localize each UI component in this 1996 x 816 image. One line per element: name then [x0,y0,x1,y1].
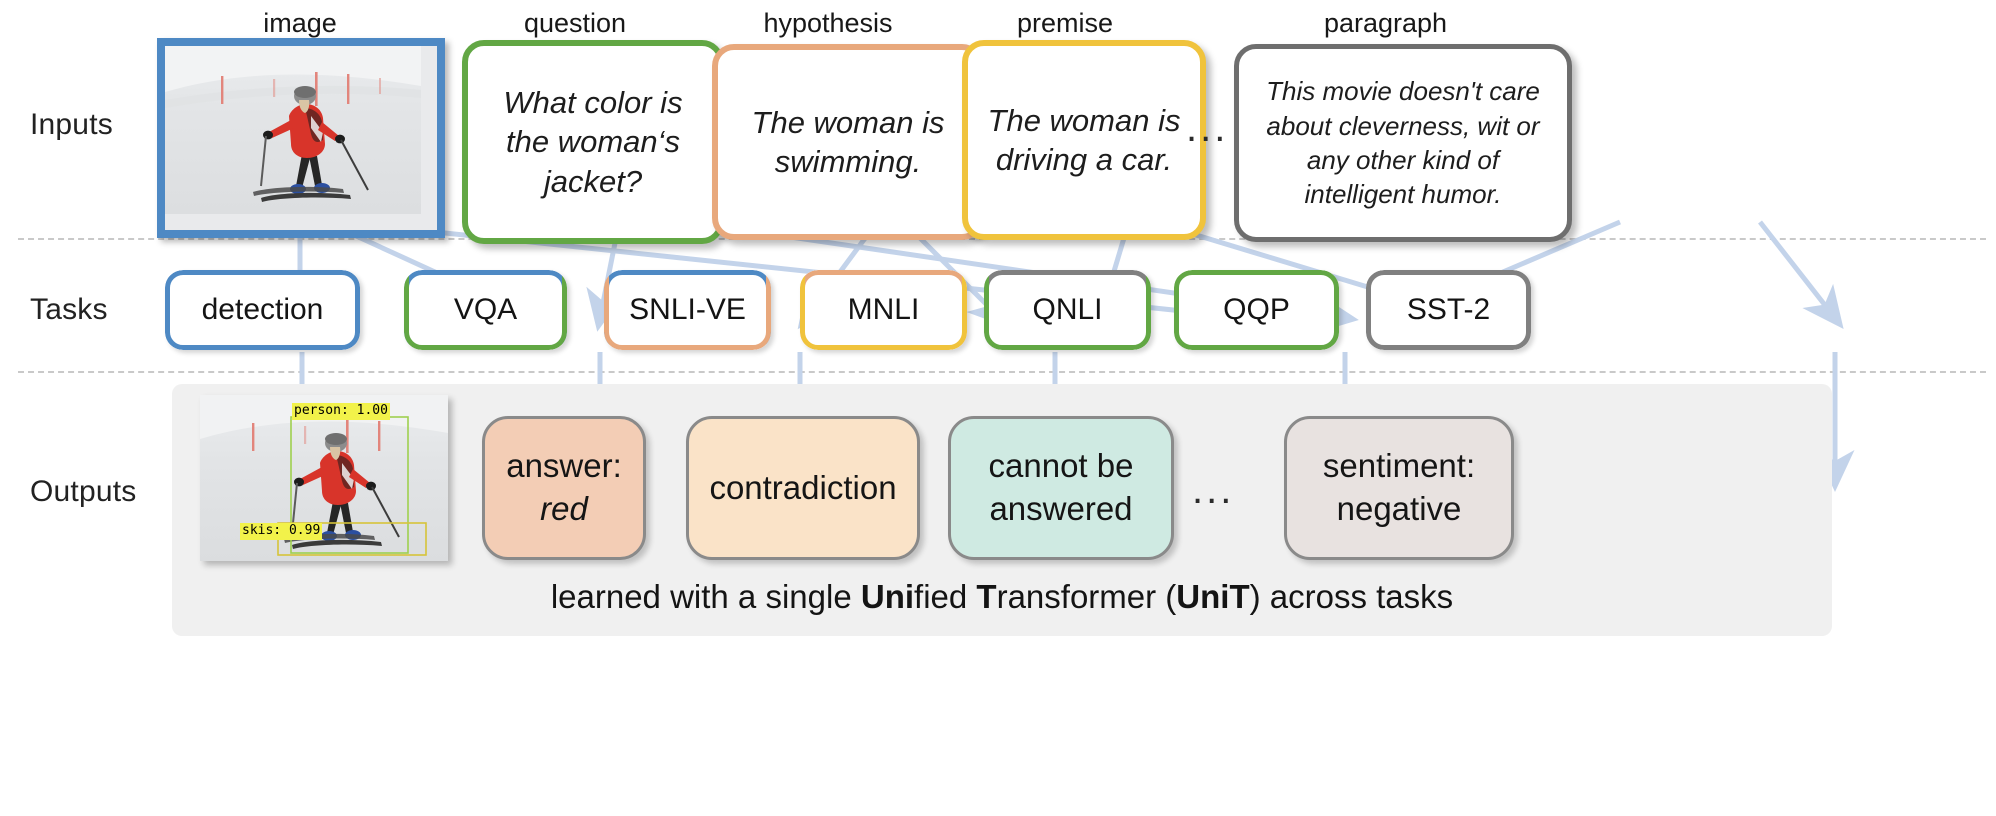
footer-bold-unit: UniT [1176,578,1250,615]
input-caption-paragraph: paragraph [1323,8,1448,38]
input-caption-question: question [523,8,627,38]
input-caption-image: image [263,8,337,38]
task-box-sst-2[interactable]: SST-2 [1366,270,1531,350]
task-box-detection[interactable]: detection [165,270,360,350]
separator-tasks-outputs [18,371,1986,373]
output-box-contradiction[interactable]: contradiction [686,416,920,560]
task-box-qqp[interactable]: QQP [1174,270,1339,350]
row-label-tasks: Tasks [30,293,108,326]
input-box-premise[interactable]: The woman is driving a car. [962,40,1206,240]
task-label-vqa: VQA [453,293,518,326]
output-box-cannot-be-answered[interactable]: cannot be answered [948,416,1174,560]
inputs-ellipsis: ... [1186,106,1229,150]
task-box-vqa[interactable]: VQA [404,270,567,350]
row-label-outputs: Outputs [30,475,137,508]
output-box-answer[interactable]: answer: red [482,416,646,560]
output-contradiction-line1: contradiction [709,468,897,506]
task-label-qqp: QQP [1223,293,1290,326]
footer-bold-uni: Uni [860,578,915,615]
output-detection-image[interactable]: person: 1.00 skis: 0.99 [200,395,448,561]
task-box-mnli[interactable]: MNLI [800,270,967,350]
outputs-ellipsis: ... [1192,468,1235,512]
input-box-paragraph[interactable]: This movie doesn't care about cleverness… [1234,44,1572,242]
task-box-qnli[interactable]: QNLI [984,270,1151,350]
output-box-sentiment[interactable]: sentiment: negative [1284,416,1514,560]
output-sentiment-line2: negative [1336,490,1462,527]
row-label-inputs: Inputs [30,108,113,141]
footer-mid-ransformer: ransformer ( [996,578,1177,615]
footer-bold-t: T [976,578,997,615]
footer-mid-fied: fied [914,578,977,615]
input-caption-hypothesis: hypothesis [763,8,893,38]
outputs-footer-caption: learned with a single Unified Transforme… [172,578,1832,616]
output-cannot-line2: answered [989,490,1133,527]
footer-prefix: learned with a single [550,578,861,615]
task-label-snli-ve: SNLI-VE [629,293,746,326]
input-box-hypothesis[interactable]: The woman is swimming. [712,44,984,240]
task-box-snli-ve[interactable]: SNLI-VE [604,270,771,350]
input-box-question[interactable]: What color is the woman‘s jacket? [462,40,724,244]
output-sentiment-line1: sentiment: [1322,447,1476,485]
footer-suffix: ) across tasks [1249,578,1454,615]
detection-label-person: person: 1.00 [292,403,390,420]
task-label-mnli: MNLI [847,293,920,326]
input-image-box[interactable] [157,38,445,238]
task-label-sst-2: SST-2 [1406,293,1491,326]
output-answer-line2: red [540,490,588,527]
output-answer-line1: answer: [506,447,622,485]
task-label-qnli: QNLI [1032,293,1103,326]
input-caption-premise: premise [1016,8,1114,38]
detection-label-skis: skis: 0.99 [240,523,323,540]
output-cannot-line1: cannot be [988,447,1134,485]
task-label-detection: detection [201,293,324,326]
skier-photo [165,46,437,230]
